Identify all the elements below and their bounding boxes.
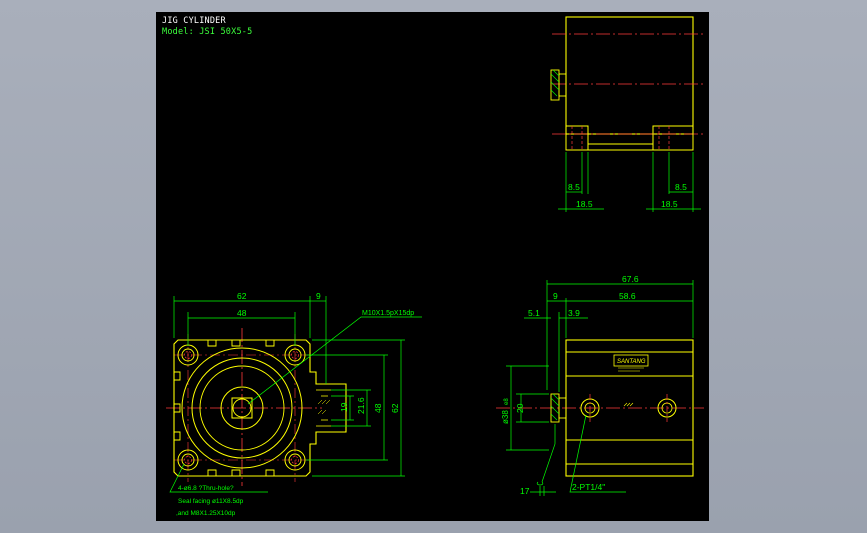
rod-flats (231, 397, 253, 419)
front-notches (174, 340, 275, 476)
dim-overall-width: 62 (237, 291, 247, 301)
dim-rod-dia: ø38 (501, 410, 510, 424)
rod-hatch (550, 69, 560, 97)
technical-drawing: 8.5 8.5 18.5 18.5 (166, 16, 704, 517)
side-rod-hatch (550, 393, 560, 421)
tap-callout: ,and M8X1.25X10dp (176, 510, 236, 517)
side-view: SANTANG 67.6 9 58.6 5. (496, 274, 704, 496)
port-leader (569, 414, 626, 493)
bore-inner-circle (199, 365, 285, 451)
top-view-body (565, 16, 694, 135)
rod-thread-callout: M10X1.5pX15dp (362, 310, 414, 317)
counterbore-callout: Seal facing ø11X8.5dp (178, 498, 244, 505)
dim-rod-dia-suffix: e8 (504, 398, 510, 405)
bore-circle (191, 357, 293, 459)
cad-viewport[interactable]: JIG CYLINDER Model: JSI 50X5-5 (156, 12, 709, 521)
bolt-hole-bl (177, 449, 199, 471)
corner-bolt-holes (177, 344, 306, 471)
dim-boss-outer: 21.6 (356, 397, 366, 414)
dim-left-large: 18.5 (576, 199, 593, 209)
dim-right-large: 18.5 (661, 199, 678, 209)
bolt-hole-tl-inner (181, 348, 195, 362)
dim-bolt-pitch-h: 48 (237, 308, 247, 318)
rod-flange (558, 73, 567, 97)
left-foot (565, 125, 589, 151)
dim-boss-inner: 19 (339, 402, 349, 412)
dim-port-center: 20 (515, 403, 525, 413)
bolt-hole-bl-tap (184, 456, 192, 464)
dim-flange: 3.9 (568, 308, 580, 318)
dim-rod-offset: 9 (553, 291, 558, 301)
drawing-model: Model: JSI 50X5-5 (162, 27, 253, 37)
front-boss (316, 389, 331, 427)
rod-circle (220, 386, 264, 430)
front-v-extensions (306, 339, 405, 477)
side-h-extensions (546, 280, 694, 392)
front-view: 62 9 48 19 21.6 48 62 M10X1.5pX15dp 4-ø6… (166, 291, 422, 517)
top-view-extensions (565, 152, 694, 212)
front-body-outline (173, 339, 347, 477)
top-view: 8.5 8.5 18.5 18.5 (550, 16, 704, 212)
rod-end-leader (536, 424, 556, 496)
front-boss-text (317, 399, 331, 415)
dim-body-length: 58.6 (619, 291, 636, 301)
bolt-hole-br (284, 449, 306, 471)
side-mid-mark (623, 402, 634, 407)
dim-boss-offset: 9 (316, 291, 321, 301)
nameplate (613, 354, 649, 367)
nameplate-text-lines (618, 367, 644, 372)
dim-left-small: 8.5 (568, 182, 580, 192)
dim-overall-length: 67.6 (622, 274, 639, 284)
dim-rod-end: 17 (520, 486, 530, 496)
bolt-hole-tr-inner (288, 348, 302, 362)
rod-hole-circle (232, 398, 252, 418)
bolt-hole-br-inner (288, 453, 302, 467)
side-rod-flange (558, 397, 567, 419)
rod-thread-leader (247, 316, 422, 405)
drawing-title: JIG CYLINDER (162, 16, 226, 26)
nameplate-label: SANTANG (617, 359, 646, 365)
dim-right-small: 8.5 (675, 182, 687, 192)
dim-nut: 5.1 (528, 308, 540, 318)
side-v-extensions (506, 365, 549, 451)
dim-bolt-pitch-v: 48 (373, 403, 383, 413)
right-foot (652, 125, 694, 151)
hole-leader (169, 463, 268, 493)
port-callout: 2-PT1/4" (572, 482, 605, 492)
bolt-hole-bl-inner (181, 453, 195, 467)
dim-overall-height: 62 (390, 403, 400, 413)
bolt-hole-br-tap (291, 456, 299, 464)
bolt-hole-tr-tap (291, 351, 299, 359)
bolt-hole-tl-tap (184, 351, 192, 359)
front-h-extensions (173, 296, 327, 384)
hole-callout: 4-ø6.8 ?Thru-hole? (178, 485, 234, 492)
bore-outer-circle (181, 347, 303, 469)
